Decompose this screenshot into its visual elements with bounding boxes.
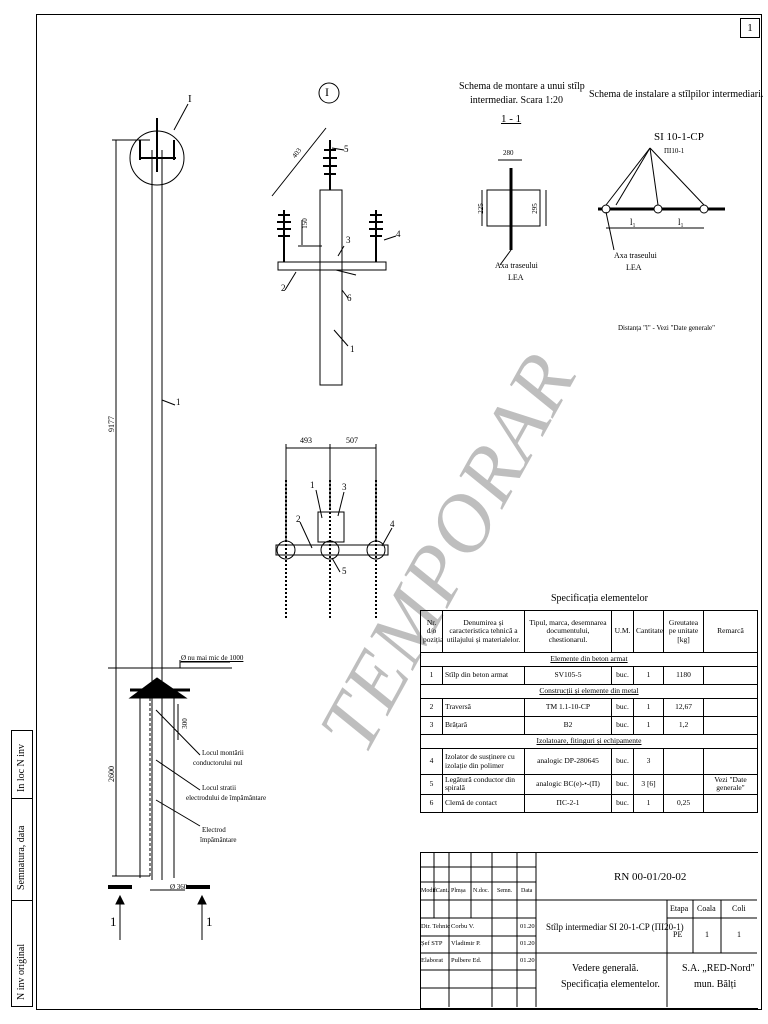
drawing-frame xyxy=(36,14,762,1010)
schema-instalare-heading: Schema de instalare a stîlpilor intermed… xyxy=(589,89,764,100)
spec-cell xyxy=(703,793,758,813)
tb-name-0: Corbu V. xyxy=(451,923,475,930)
side-stamp-line xyxy=(11,730,33,731)
tb-name-2: Pulbere Ed. xyxy=(451,957,482,964)
pi-label: ПI10-1 xyxy=(664,147,685,155)
spec-cell xyxy=(703,748,758,775)
dim-360: Ø 360 xyxy=(170,883,188,891)
tb-col-plansa: Plmșa xyxy=(451,888,466,894)
dim-280: 280 xyxy=(503,149,514,157)
note-locul-montarii-1: Locul montării xyxy=(202,749,244,757)
sheet-number: 1 xyxy=(740,18,760,38)
company-city: mun. Bălți xyxy=(694,979,737,990)
dim-493: 493 xyxy=(300,436,312,445)
note-electrod-1: Electrod xyxy=(202,826,226,834)
spec-cell: Vezi "Date generale" xyxy=(703,774,758,795)
spec-cell: ПС-2-1 xyxy=(524,793,612,813)
tb-col-ndoc: N.doc. xyxy=(473,888,489,894)
note-locul-montarii-2: conductorului nul xyxy=(193,759,243,767)
spec-cell: Clemă de contact xyxy=(442,793,525,813)
callout-3: 3 xyxy=(346,235,351,245)
spec-cell: buc. xyxy=(611,748,634,775)
si-label: SI 10-1-CP xyxy=(654,131,704,143)
note-locul-stratii-1: Locul stratii xyxy=(202,784,237,792)
tb-date-2: 01.20 xyxy=(520,957,535,964)
project-title: Stîlp intermediar SI 20-1-CP (ПI20-1) xyxy=(546,922,684,932)
spec-cell: Izolator de susținere cu izolație din po… xyxy=(442,748,525,775)
spec-header-cell: Denumirea și caracteristica tehnică a ut… xyxy=(442,610,525,653)
drawing-title-1: Vedere generală. xyxy=(572,963,639,974)
callout-4: 4 xyxy=(396,229,401,239)
spec-table: Nr. d/o poziția Denumirea și caracterist… xyxy=(420,610,758,813)
tb-date-1: 01.20 xyxy=(520,940,535,947)
spec-header-cell: Tipul, marca, desemnarea documentului, c… xyxy=(524,610,612,653)
tb-role-1: Șef STP xyxy=(421,940,443,947)
callout-1-pole: 1 xyxy=(176,397,181,407)
drawing-title-2: Specificația elementelor. xyxy=(561,979,660,990)
dim-l1: l₁ xyxy=(630,217,636,227)
note-axa-2b: LEA xyxy=(626,263,642,272)
side-stamp-line xyxy=(11,798,33,799)
dim-507: 507 xyxy=(346,436,358,445)
side-stamp-line xyxy=(11,900,33,901)
spec-cell: analogic DP-280645 xyxy=(524,748,612,775)
company-name: S.A. „RED-Nord" xyxy=(682,963,755,974)
section-mark-right: 1 xyxy=(206,914,213,929)
callout-detail-I: I xyxy=(188,93,192,105)
spec-cell xyxy=(663,748,704,775)
tb-col-cant: Cant. xyxy=(436,888,449,894)
note-axa-1b: LEA xyxy=(508,273,524,282)
tb-etapa-label: Etapa xyxy=(670,904,689,913)
tb-col-modif: Modif. xyxy=(421,888,438,894)
tb-col-semn: Semn. xyxy=(497,888,513,894)
side-stamp-line xyxy=(11,1006,33,1007)
doc-code: RN 00-01/20-02 xyxy=(614,871,687,883)
tb-etapa: PE xyxy=(673,930,683,939)
callout-2: 2 xyxy=(281,283,286,293)
note-locul-stratii-2: electrodului de împământare xyxy=(186,794,267,802)
detail-marker: I xyxy=(325,85,329,99)
tb-col-data: Data xyxy=(521,888,533,894)
callout-5: 5 xyxy=(344,144,349,154)
side-stamp-column xyxy=(11,730,33,1006)
dim-1000: Ø nu mai mic de 1000 xyxy=(181,654,244,662)
callout-plan-5: 5 xyxy=(342,566,347,576)
tb-coala-label: Coala xyxy=(697,904,716,913)
tb-date-0: 01.20 xyxy=(520,923,535,930)
tb-coli-label: Coli xyxy=(732,904,746,913)
callout-6: 6 xyxy=(347,293,352,303)
callout-plan-2: 2 xyxy=(296,514,301,524)
note-electrod-2: împământare xyxy=(200,836,237,844)
callout-plan-4: 4 xyxy=(390,519,395,529)
tb-role-0: Dir. Tehnic xyxy=(421,923,451,930)
title-block xyxy=(420,852,758,1009)
note-axa-2a: Axa traseului xyxy=(614,251,657,260)
tb-role-2: Elaborat xyxy=(421,957,444,964)
tb-name-1: Vladimir P. xyxy=(451,940,481,947)
dim-l2: l₁ xyxy=(678,217,684,227)
spec-title: Specificația elementelor xyxy=(551,593,648,604)
callout-plan-1: 1 xyxy=(310,480,315,490)
tb-coala: 1 xyxy=(705,930,709,939)
schema-montare-heading-2: intermediar. Scara 1:20 xyxy=(470,95,564,106)
note-distanta: Distanța "l" - Vezi "Date generale" xyxy=(618,324,716,332)
note-axa-1a: Axa traseului xyxy=(495,261,538,270)
section-11-label: 1 - 1 xyxy=(501,113,522,125)
spec-cell: 3 xyxy=(633,748,664,775)
tb-coli: 1 xyxy=(737,930,741,939)
section-mark-left: 1 xyxy=(110,914,117,929)
schema-montare-heading-1: Schema de montare a unui stîlp xyxy=(459,81,585,92)
callout-plan-3: 3 xyxy=(342,482,347,492)
callout-1-detail: 1 xyxy=(350,344,355,354)
spec-cell: buc. xyxy=(611,793,634,813)
